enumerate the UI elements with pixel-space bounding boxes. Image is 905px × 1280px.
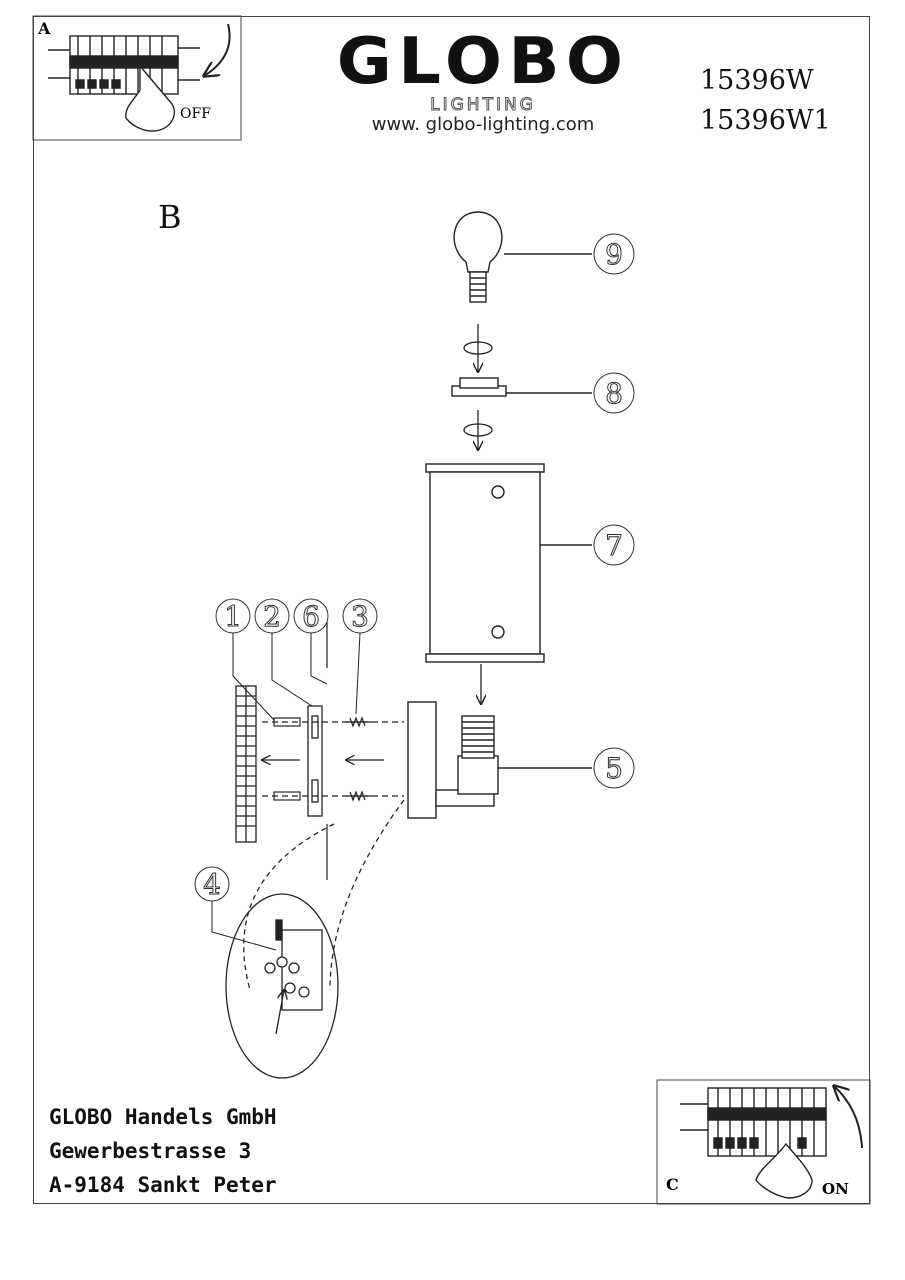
wall-plug-icon — [273, 717, 301, 801]
wall-icon — [235, 685, 257, 843]
part-number: 5 — [605, 752, 623, 785]
part-3-callout: 3 — [342, 598, 378, 634]
mounting-bracket-icon — [307, 705, 323, 817]
address-company: GLOBO Handels GmbH — [49, 1105, 277, 1129]
left-arrow-icon — [262, 721, 404, 797]
address-street: Gewerbestrasse 3 — [49, 1139, 252, 1163]
page-frame — [33, 16, 870, 1204]
company-address: GLOBO Handels GmbH Gewerbestrasse 3 A-91… — [49, 1100, 277, 1202]
brand-subline: LIGHTING — [430, 95, 536, 115]
part-number: 1 — [224, 600, 242, 633]
part-number: 2 — [263, 600, 281, 633]
retaining-ring-icon — [451, 377, 592, 397]
part-6-callout: 6 — [293, 598, 329, 634]
panel-a-letter: A — [37, 19, 51, 38]
hand-pointer-icon — [125, 64, 176, 132]
part-2-callout: 2 — [254, 598, 290, 634]
part-9-callout: 9 — [593, 233, 635, 275]
model-number-2: 15396W1 — [700, 105, 831, 136]
brand-name: GLOBO — [336, 25, 630, 99]
lamp-body-icon — [407, 701, 592, 819]
panel-c-breaker-on: C ON — [656, 1079, 871, 1205]
part-4-callout: 4 — [194, 866, 230, 902]
part-7-callout: 7 — [593, 524, 635, 566]
part-number: 8 — [605, 377, 623, 410]
callout-leader-lines — [211, 632, 361, 951]
part-1-callout: 1 — [215, 598, 251, 634]
step-label-b: B — [158, 198, 182, 236]
terminal-block-detail-icon — [225, 799, 405, 1079]
part-number: 3 — [351, 600, 369, 633]
breaker-box-icon — [48, 23, 231, 95]
screw-icon — [326, 622, 372, 880]
brand-website: www. globo-lighting.com — [371, 114, 595, 135]
address-city: A-9184 Sankt Peter — [49, 1173, 277, 1197]
model-number-1: 15396W — [700, 65, 814, 96]
bulb-icon — [453, 211, 592, 303]
part-number: 9 — [605, 238, 623, 271]
rotate-arrow-icon — [463, 324, 493, 372]
panel-c-state: ON — [822, 1180, 849, 1198]
panel-a-state: OFF — [180, 106, 211, 122]
panel-a-breaker-off: A OFF — [32, 15, 242, 141]
shade-cylinder-icon — [425, 463, 592, 663]
panel-c-letter: C — [666, 1175, 679, 1194]
brand-logo: GLOBO LIGHTING www. globo-lighting.com — [328, 30, 638, 136]
part-number: 7 — [605, 529, 623, 562]
part-8-callout: 8 — [593, 372, 635, 414]
part-number: 6 — [302, 600, 320, 633]
part-5-callout: 5 — [593, 747, 635, 789]
part-number: 4 — [203, 868, 221, 901]
rotate-arrow-icon — [463, 410, 493, 450]
hand-pointer-icon — [755, 1142, 813, 1199]
breaker-box-icon — [680, 1086, 863, 1157]
